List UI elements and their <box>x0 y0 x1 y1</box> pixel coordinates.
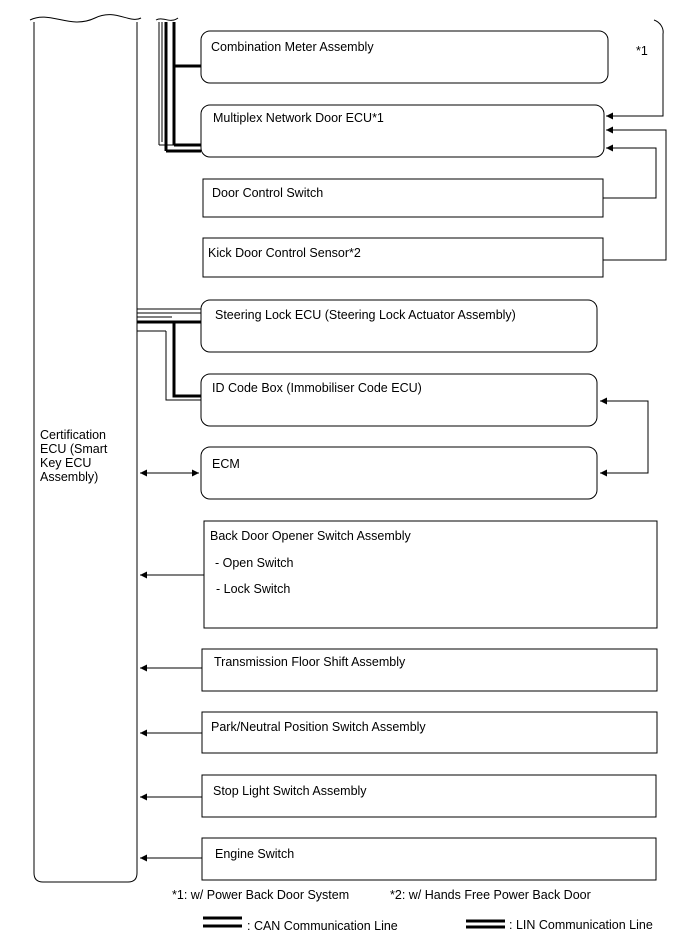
combination-meter-box <box>200 30 609 84</box>
legend-lin-symbol <box>466 919 505 929</box>
idbox-ecm-line <box>600 397 649 477</box>
id-code-box-box <box>200 373 598 427</box>
kick-door-sensor-box <box>202 237 604 278</box>
certification-ecu-box <box>33 22 138 883</box>
cert-line-4: Assembly) <box>40 470 99 484</box>
back-door-opener-box <box>203 520 658 629</box>
door-control-switch-box <box>202 178 604 218</box>
door-switch-line <box>603 144 657 199</box>
certification-ecu-label: Certification ECU (Smart Key ECU Assembl… <box>40 428 107 484</box>
footnote-1: *1: w/ Power Back Door System <box>172 888 350 902</box>
combination-meter-label: Combination Meter Assembly <box>211 40 374 54</box>
immobiliser-can <box>137 320 201 401</box>
transmission-floor-shift-label: Transmission Floor Shift Assembly <box>214 655 406 669</box>
star1-marker: *1 <box>636 44 648 58</box>
steering-lock-ecu-label: Steering Lock ECU (Steering Lock Actuato… <box>215 308 516 322</box>
legend-lin-label: : LIN Communication Line <box>509 918 653 932</box>
break-line-top <box>29 14 142 23</box>
kick-door-sensor-label: Kick Door Control Sensor*2 <box>208 246 361 260</box>
open-switch-label: - Open Switch <box>215 556 294 570</box>
stop-light-switch-label: Stop Light Switch Assembly <box>213 784 367 798</box>
lock-switch-label: - Lock Switch <box>216 582 291 596</box>
back-door-opener-label: Back Door Opener Switch Assembly <box>210 529 411 543</box>
id-code-box-label: ID Code Box (Immobiliser Code ECU) <box>212 381 422 395</box>
multiplex-door-ecu-box <box>200 104 605 158</box>
steering-lock-lin <box>137 308 201 318</box>
break-line-bus <box>155 17 179 21</box>
legend-can-label: : CAN Communication Line <box>247 919 398 933</box>
lin-bus-upper <box>158 22 201 146</box>
cert-line-1: Certification <box>40 428 106 442</box>
can-bus-upper <box>164 22 201 153</box>
cert-line-3: Key ECU <box>40 456 92 470</box>
stop-light-switch-box <box>201 774 657 818</box>
multiplex-door-ecu-label: Multiplex Network Door ECU*1 <box>213 111 384 125</box>
legend-can-symbol <box>203 916 242 928</box>
park-neutral-switch-label: Park/Neutral Position Switch Assembly <box>211 720 426 734</box>
transmission-floor-shift-box <box>201 648 658 692</box>
cert-line-2: ECU (Smart <box>40 442 108 456</box>
kick-sensor-line <box>603 126 667 261</box>
ecm-label: ECM <box>212 457 240 471</box>
steering-lock-ecu-box <box>200 299 598 353</box>
footnote-2: *2: w/ Hands Free Power Back Door <box>390 888 591 902</box>
star1-line <box>606 19 664 120</box>
engine-switch-label: Engine Switch <box>215 847 295 861</box>
park-neutral-switch-box <box>201 711 658 754</box>
engine-switch-box <box>201 837 657 881</box>
ecm-box <box>200 446 598 500</box>
door-control-switch-label: Door Control Switch <box>212 186 324 200</box>
